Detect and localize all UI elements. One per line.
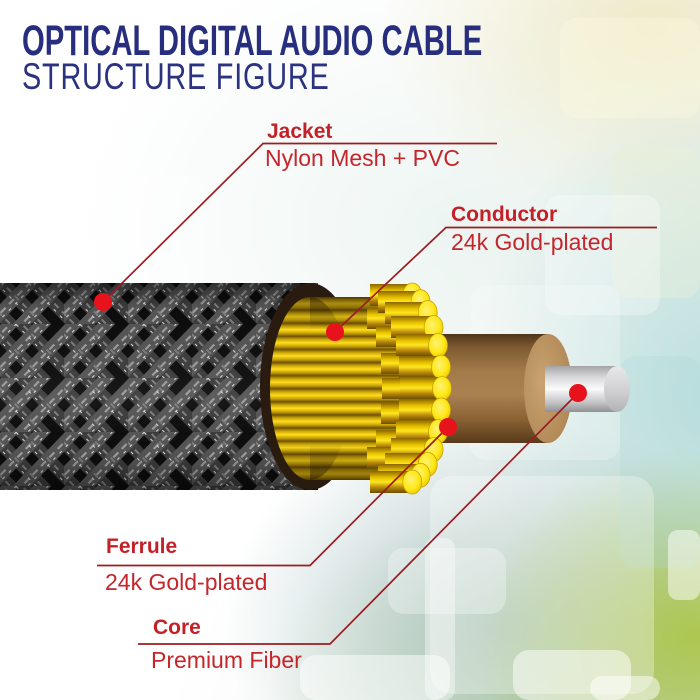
marker-dots bbox=[94, 293, 587, 436]
callout-ferrule-label: Ferrule bbox=[106, 535, 178, 558]
callout-jacket-spec: Nylon Mesh + PVC bbox=[265, 145, 460, 171]
leader-ferrule bbox=[97, 426, 449, 567]
callout-jacket-label: Jacket bbox=[267, 120, 333, 143]
leader-conductor bbox=[334, 226, 657, 333]
callout-core-label: Core bbox=[153, 616, 201, 639]
marker-dot-conductor bbox=[326, 323, 344, 341]
page-title: OPTICAL DIGITAL AUDIO CABLE bbox=[22, 17, 483, 65]
leader-lines bbox=[97, 142, 657, 645]
marker-dot-jacket bbox=[94, 293, 112, 311]
callout-conductor-spec: 24k Gold-plated bbox=[451, 229, 614, 255]
callout-conductor-label: Conductor bbox=[451, 203, 558, 226]
marker-dot-core bbox=[569, 384, 587, 402]
marker-dot-ferrule bbox=[439, 418, 457, 436]
leader-jacket bbox=[102, 142, 497, 303]
callout-ferrule-spec: 24k Gold-plated bbox=[105, 569, 268, 595]
core-cylinder bbox=[545, 366, 630, 412]
leader-core bbox=[138, 392, 579, 645]
page-subtitle: STRUCTURE FIGURE bbox=[22, 56, 330, 97]
callout-core-spec: Premium Fiber bbox=[151, 647, 302, 673]
